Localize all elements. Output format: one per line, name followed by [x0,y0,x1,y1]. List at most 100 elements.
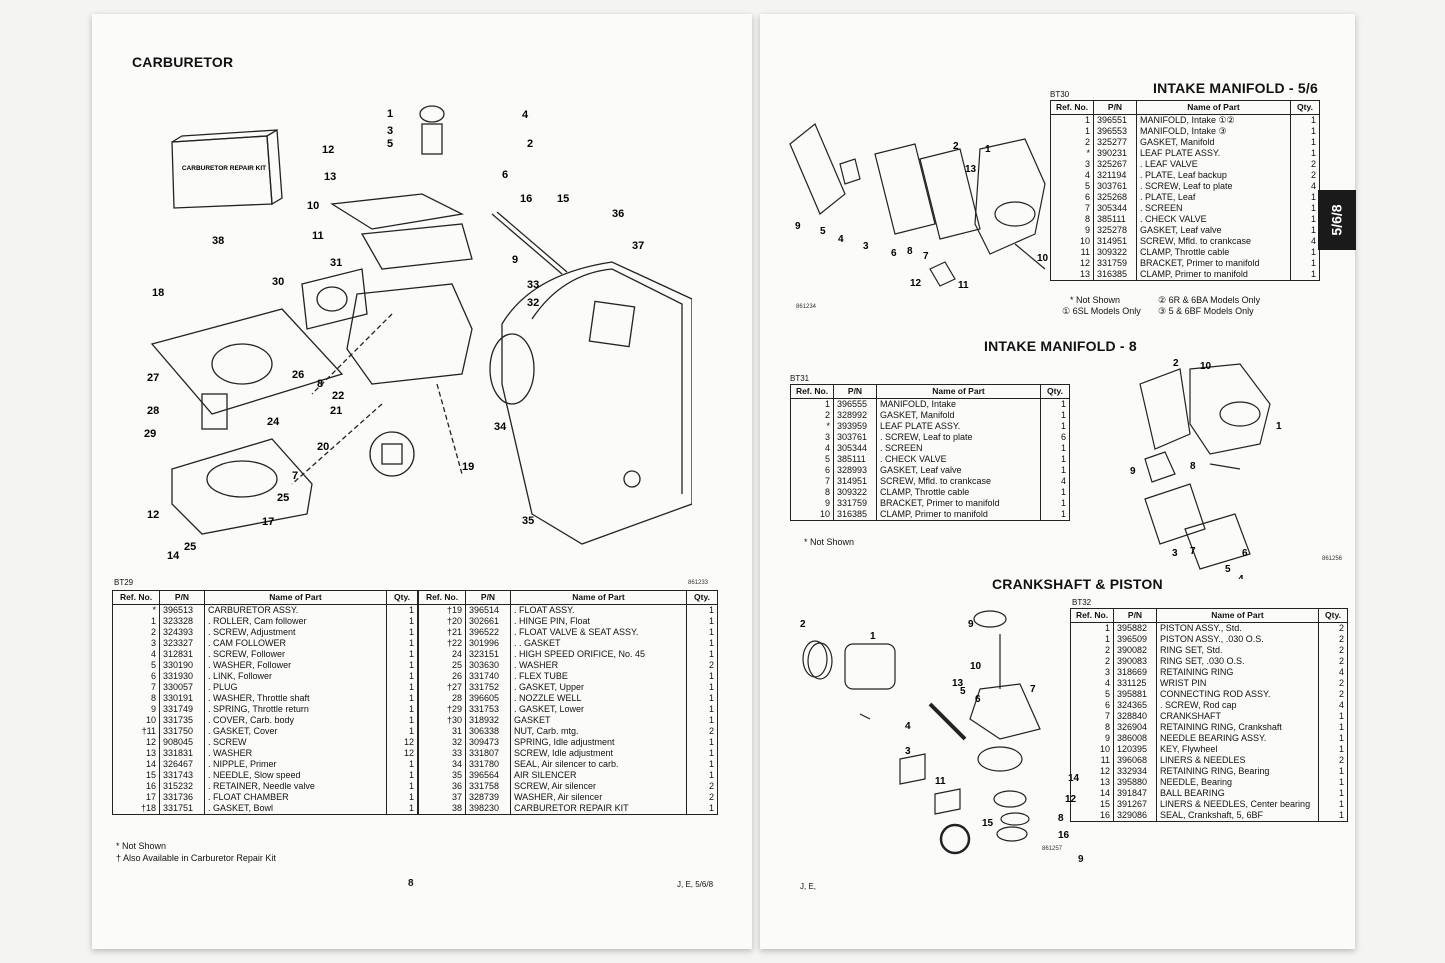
svg-text:10: 10 [307,200,319,212]
svg-text:21: 21 [330,405,342,417]
cell-name: . CHECK VALVE [1136,214,1291,225]
cell-qty: 1 [386,627,418,638]
cell-pn: 331831 [159,748,205,759]
svg-text:5: 5 [820,226,826,237]
cell-pn: 331752 [465,682,511,693]
cell-pn: 305344 [833,443,877,454]
cell-qty: 2 [1318,622,1348,634]
bt31-label: BT31 [790,374,810,383]
cell-ref: 2 [1070,645,1114,656]
cell-name: . SCREW, Leaf to plate [1136,181,1291,192]
cell-qty: 1 [686,649,718,660]
cell-name: . SCREW [204,737,387,748]
cell-ref: 4 [112,649,160,660]
svg-text:20: 20 [317,441,329,453]
svg-text:11: 11 [935,776,946,787]
cell-qty: 1 [386,671,418,682]
cell-ref: †19 [418,604,466,616]
svg-text:13: 13 [324,171,336,183]
header-ref: Ref. No. [112,590,160,605]
cell-pn: 332934 [1113,766,1157,777]
cell-name: LINERS & NEEDLES, Center bearing [1156,799,1319,810]
cell-qty: 2 [1290,159,1320,170]
header-name: Name of Part [510,590,687,605]
cell-name: . NIPPLE, Primer [204,759,387,770]
cell-ref: 7 [1050,203,1094,214]
cell-pn: 323328 [159,616,205,627]
svg-text:3: 3 [387,125,393,137]
svg-text:15: 15 [982,818,994,829]
cell-pn: 331758 [465,781,511,792]
cell-name: . SPRING, Throttle return [204,704,387,715]
cell-pn: 331751 [159,803,205,815]
cell-name: NEEDLE, Bearing [1156,777,1319,788]
cell-ref: 7 [112,682,160,693]
svg-text:6: 6 [1242,548,1248,559]
svg-text:6: 6 [975,694,981,705]
svg-text:28: 28 [147,405,159,417]
intake-manifold-8-title: INTAKE MANIFOLD - 8 [984,338,1137,354]
cell-name: CARBURETOR ASSY. [204,604,387,616]
cell-ref: 3 [112,638,160,649]
cell-qty: 1 [1290,258,1320,269]
cell-pn: 396509 [1113,634,1157,645]
cell-pn: 328840 [1113,711,1157,722]
cell-ref: †30 [418,715,466,726]
cell-pn: 302661 [465,616,511,627]
cell-pn: 331930 [159,671,205,682]
cell-pn: 385111 [833,454,877,465]
cell-ref: 6 [1070,700,1114,711]
svg-text:34: 34 [494,421,507,433]
header-ref: Ref. No. [1050,100,1094,115]
cell-name: RING SET, Std. [1156,645,1319,656]
svg-text:9: 9 [795,221,801,232]
cell-qty: 1 [1290,192,1320,203]
cell-name: . NEEDLE, Slow speed [204,770,387,781]
svg-text:12: 12 [147,509,159,521]
section-tab-label: 5/6/8 [1328,204,1345,236]
cell-qty: 1 [686,604,718,616]
cell-ref: 2 [1050,137,1094,148]
cell-name: SEAL, Air silencer to carb. [510,759,687,770]
cell-pn: 393959 [833,421,877,432]
cell-name: . PLATE, Leaf backup [1136,170,1291,181]
crankshaft-piston-title: CRANKSHAFT & PISTON [992,576,1163,592]
cell-name: RETAINING RING [1156,667,1319,678]
svg-text:11: 11 [958,280,969,291]
svg-text:10: 10 [1200,361,1212,372]
svg-text:29: 29 [144,428,156,440]
cell-qty: 1 [1290,148,1320,159]
cell-qty: 1 [386,682,418,693]
cell-ref: 9 [1070,733,1114,744]
cell-pn: 331759 [1093,258,1137,269]
cell-ref: 1 [1050,114,1094,126]
cell-pn: 385111 [1093,214,1137,225]
cell-pn: 331743 [159,770,205,781]
svg-text:4: 4 [838,234,844,245]
cell-qty: 1 [386,649,418,660]
header-pn: P/N [1093,100,1137,115]
cell-name: . NOZZLE WELL [510,693,687,704]
cell-qty: 1 [1040,487,1070,498]
cell-ref: 12 [1050,258,1094,269]
svg-text:4: 4 [522,109,529,121]
note-not-shown: * Not Shown [116,841,167,851]
cell-name: SCREW, Mfld. to crankcase [1136,236,1291,247]
cell-ref: 3 [1070,667,1114,678]
header-qty: Qty. [1290,100,1320,115]
svg-text:9: 9 [1130,466,1136,477]
